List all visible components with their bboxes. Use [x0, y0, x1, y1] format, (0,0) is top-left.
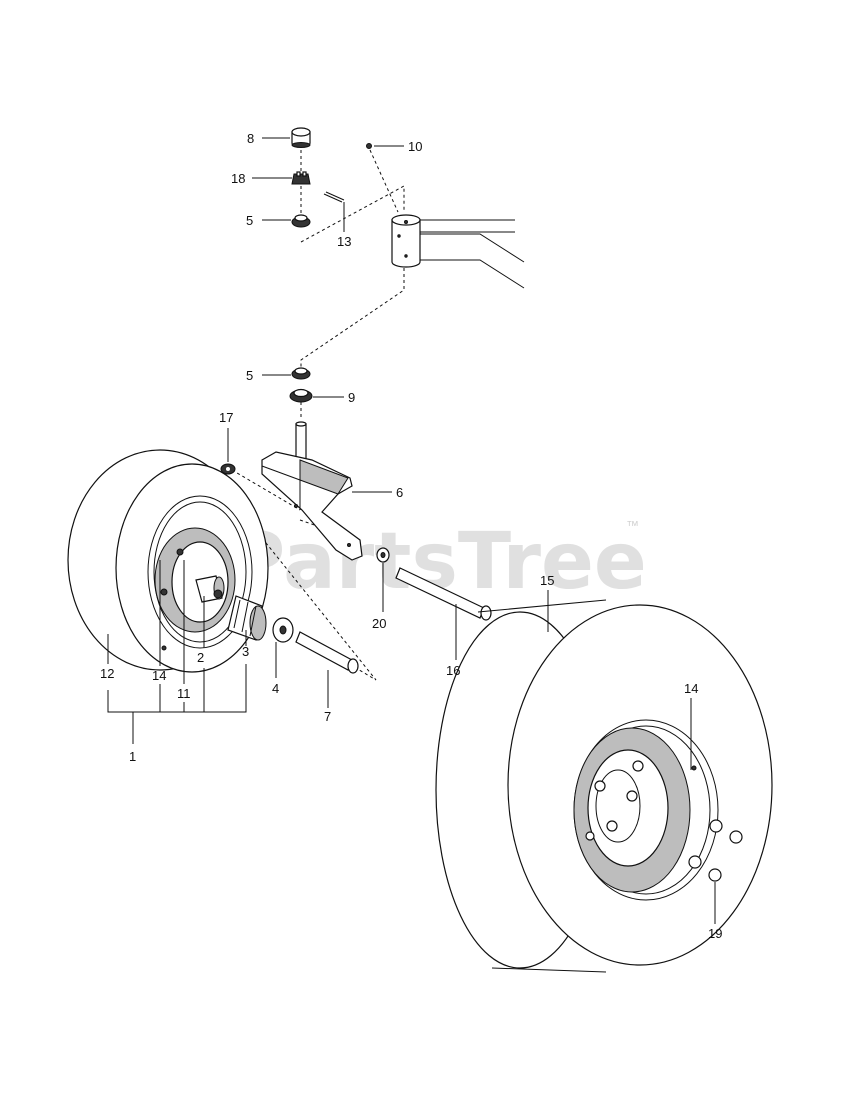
- callout-3: 3: [242, 644, 249, 659]
- hub-bushing-part: [195, 575, 225, 603]
- callout-17: 17: [219, 410, 233, 425]
- assembly-line-axle: [231, 469, 377, 681]
- lock-nut-part: [220, 463, 236, 475]
- callout-18: 18: [231, 171, 245, 186]
- bolt-part: [395, 567, 492, 621]
- cotter-pin-part: [323, 191, 345, 203]
- castle-nut-part: [291, 171, 311, 185]
- axle-washer-part: [272, 617, 294, 643]
- callout-7: 7: [324, 709, 331, 724]
- callout-11: 11: [177, 686, 191, 701]
- front-caster-wheel-part: [67, 449, 269, 673]
- callout-9: 9: [348, 390, 355, 405]
- callout-6: 6: [396, 485, 403, 500]
- callout-14-rear: 14: [684, 681, 698, 696]
- spacer-tube-part: [227, 595, 267, 641]
- callout-5-upper: 5: [246, 213, 253, 228]
- callout-1: 1: [129, 749, 136, 764]
- callout-10: 10: [408, 139, 422, 154]
- rear-drive-wheel-part: [435, 599, 773, 973]
- callout-5-lower: 5: [246, 368, 253, 383]
- grease-fitting-part: [366, 143, 372, 149]
- watermark-trademark: ™: [626, 518, 639, 533]
- bearing-lower-part: [291, 367, 311, 380]
- callout-19: 19: [708, 926, 722, 941]
- frame-pivot-tube: [391, 214, 525, 289]
- caster-fork-part: [261, 421, 363, 561]
- assembly-line-grease: [369, 149, 399, 213]
- callout-12: 12: [100, 666, 114, 681]
- lug-nuts-part: [688, 819, 743, 882]
- leader-bracket-1: [107, 664, 247, 744]
- washer-part: [376, 547, 390, 563]
- callout-20: 20: [372, 616, 386, 631]
- bearing-upper-part: [291, 214, 311, 228]
- callout-15: 15: [540, 573, 554, 588]
- seal-part: [289, 388, 313, 403]
- assembly-line-upper: [300, 185, 405, 243]
- dust-cap-part: [291, 127, 311, 148]
- callout-2: 2: [197, 650, 204, 665]
- callout-13: 13: [337, 234, 351, 249]
- callout-8: 8: [247, 131, 254, 146]
- assembly-line-lower: [300, 268, 405, 372]
- axle-bolt-part: [295, 631, 359, 674]
- callout-16: 16: [446, 663, 460, 678]
- callout-4: 4: [272, 681, 279, 696]
- callout-14-front: 14: [152, 668, 166, 683]
